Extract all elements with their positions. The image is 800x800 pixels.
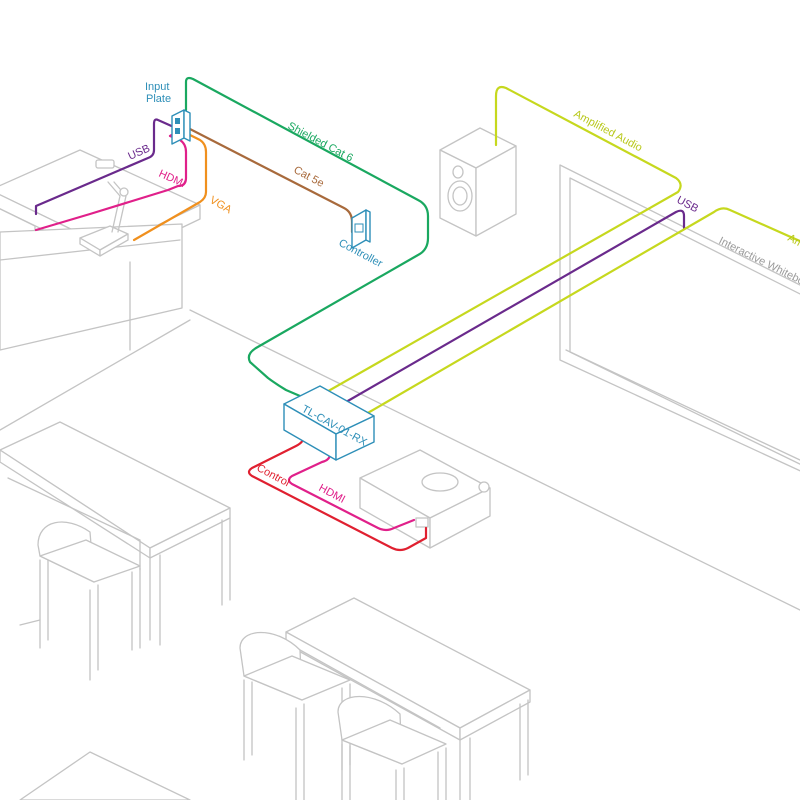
speaker-icon — [439, 127, 517, 237]
student-chair-3 — [337, 695, 447, 800]
teacher-podium — [0, 149, 201, 351]
label-shielded-cat6: Shielded Cat 6 — [286, 120, 355, 164]
cable-hdmi-projector — [287, 446, 416, 532]
cable-shielded-cat6 — [184, 76, 430, 398]
label-hdmi-projector: HDMI — [317, 482, 347, 506]
cables — [34, 76, 800, 552]
cable-amplified-audio-1 — [314, 85, 682, 400]
input-plate-label-line1: Input — [145, 81, 169, 93]
receiver-box: TL-CAV-01-RX — [283, 385, 375, 461]
cable-amplified-audio-2 — [364, 207, 800, 416]
label-cat5e: Cat 5e — [292, 164, 326, 190]
student-chair-1 — [19, 521, 141, 681]
label-usb-podium: USB — [126, 143, 152, 163]
input-plate: Input Plate — [145, 81, 191, 145]
student-desk-3 — [19, 751, 191, 800]
projector-icon — [359, 449, 491, 549]
cable-hdmi-podium — [34, 128, 188, 232]
cable-control — [247, 428, 428, 552]
student-desk-1 — [0, 421, 231, 646]
label-vga: VGA — [208, 194, 235, 216]
label-control: Control — [255, 462, 292, 489]
student-chair-2 — [239, 631, 351, 800]
cable-usb-podium — [34, 118, 178, 216]
label-amplified-audio-1: Amplified Audio — [572, 108, 645, 154]
input-plate-label-line2: Plate — [146, 93, 171, 105]
controller-panel-icon: Controller — [337, 209, 385, 270]
room-outline — [0, 309, 800, 611]
document-camera-icon — [79, 159, 129, 257]
interactive-whiteboard: Interactive Whiteboard — [559, 164, 800, 472]
cable-vga — [132, 132, 208, 242]
student-desk-2 — [285, 597, 531, 800]
cable-usb-board — [344, 209, 686, 404]
